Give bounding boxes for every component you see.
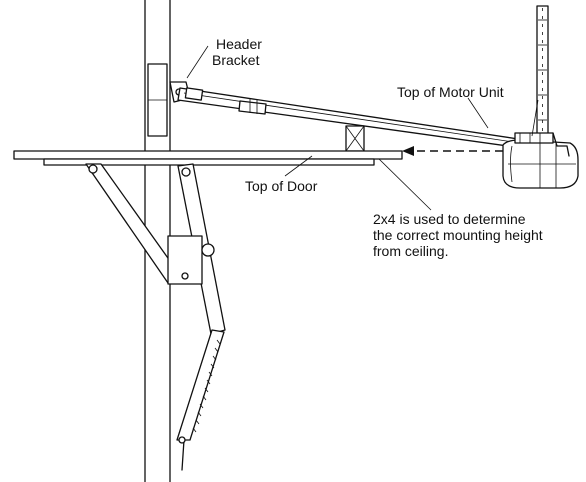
door-top (13, 150, 403, 166)
note-pointer-line (378, 158, 432, 211)
note-line-3: from ceiling. (373, 243, 449, 259)
motor-unit (502, 99, 579, 189)
note-line-1: 2x4 is used to determine (373, 211, 526, 227)
motor-pointer-line (467, 97, 489, 129)
note-line-2: the correct mounting height (373, 227, 543, 243)
label-top-of-motor-unit: Top of Motor Unit (397, 84, 504, 100)
two-by-four-block (345, 125, 365, 152)
level-arrow (402, 146, 503, 156)
label-top-of-door: Top of Door (245, 178, 318, 194)
ceiling-joist (536, 5, 549, 137)
door-pointer-line (284, 155, 313, 177)
label-bracket: Bracket (212, 52, 260, 68)
door-spring (176, 329, 225, 471)
door-arm (85, 163, 226, 335)
label-header: Header (216, 36, 262, 52)
